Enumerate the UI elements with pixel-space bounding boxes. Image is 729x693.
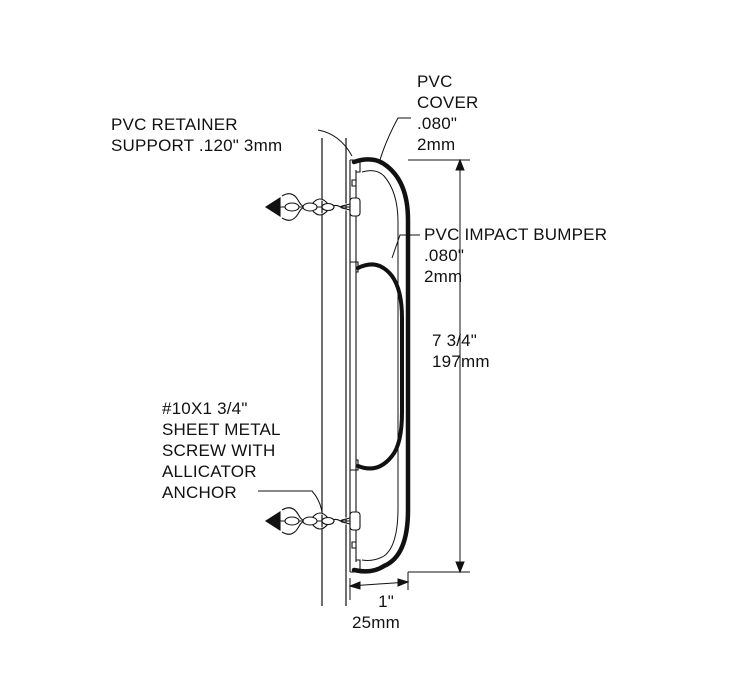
pvc-retainer-line1: PVC RETAINER [111, 115, 238, 134]
pvc-cover-line1: PVC [417, 72, 453, 91]
pvc-bumper-label: PVC IMPACT BUMPER .080" 2mm [424, 224, 607, 287]
pvc-retainer-support [349, 159, 361, 573]
pvc-cover-line4: 2mm [417, 135, 456, 154]
screw-anchor-top [264, 193, 361, 221]
pvc-bumper-line1: PVC IMPACT BUMPER [424, 225, 608, 244]
leader-lines [258, 117, 420, 513]
height-dimension-label: 7 3/4" 197mm [432, 330, 490, 372]
height-dimension-line2: 197mm [432, 352, 490, 371]
pvc-bumper-line3: 2mm [424, 267, 463, 286]
screw-line1: #10X1 3/4" [162, 399, 248, 418]
screw-line4: ALLICATOR [162, 462, 257, 481]
depth-dimension-line1: 1" [378, 592, 394, 611]
depth-dimension-label: 1" 25mm [352, 591, 400, 633]
screw-anchor-bottom [264, 507, 361, 535]
pvc-cover-line2: COVER [417, 93, 479, 112]
depth-dimension-line2: 25mm [352, 613, 401, 632]
pvc-retainer-label: PVC RETAINER SUPPORT .120" 3mm [111, 114, 282, 156]
pvc-impact-bumper [356, 262, 404, 471]
height-dimension-line1: 7 3/4" [432, 331, 478, 350]
screw-label: #10X1 3/4" SHEET METAL SCREW WITH ALLICA… [162, 398, 281, 503]
height-dimension [408, 158, 470, 574]
screw-line2: SHEET METAL [162, 420, 281, 439]
depth-dimension [348, 572, 410, 600]
pvc-cover-line3: .080" [417, 114, 458, 133]
pvc-bumper-line2: .080" [424, 246, 465, 265]
pvc-retainer-line2: SUPPORT .120" 3mm [111, 136, 283, 155]
pvc-cover-label: PVC COVER .080" 2mm [417, 71, 478, 155]
screw-line3: SCREW WITH [162, 441, 276, 460]
pvc-cover [351, 157, 411, 574]
screw-line5: ANCHOR [162, 483, 237, 502]
